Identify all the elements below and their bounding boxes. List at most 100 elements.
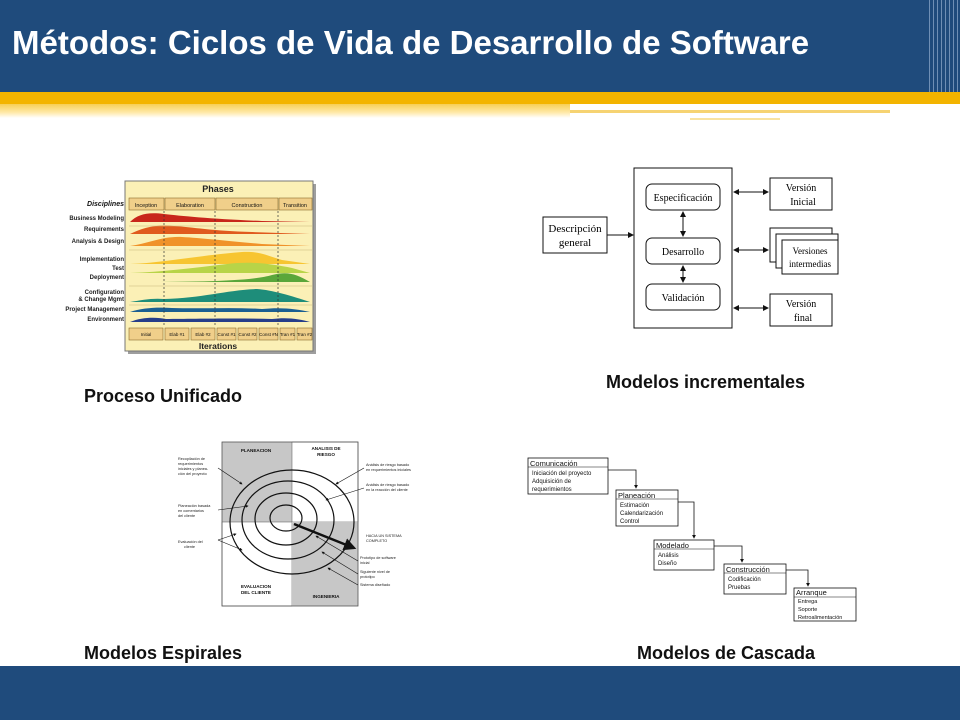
spiral-note: del cliente (178, 514, 195, 518)
wf-item: Pruebas (728, 585, 750, 591)
wf-item: Iniciación del proyecto (532, 471, 592, 477)
spiral-note: ción del proyecto (178, 472, 207, 476)
wf-item: Diseño (658, 561, 677, 567)
rup-discipline: Configuration (85, 290, 125, 296)
incr-version-final: Versión (786, 299, 817, 310)
wf-item: Calendarización (620, 511, 663, 517)
rup-discipline: Implementation (80, 257, 125, 263)
rup-iterations-title: Iterations (199, 341, 238, 351)
wf-comunicacion: Comunicación (530, 459, 578, 468)
spiral-note: Evaluación del (178, 540, 203, 544)
spiral-note: Prototipo de software (360, 556, 396, 560)
rup-iteration: Const #2 (238, 332, 257, 337)
wf-item: Codificación (728, 577, 761, 583)
spiral-note: Recopilación de (178, 457, 205, 461)
spiral-note: Análisis de riesgo basado (366, 463, 409, 467)
rup-phases-title: Phases (202, 184, 234, 194)
incr-versiones-intermedias: Versiones (793, 246, 828, 256)
waterfall-diagram: Comunicación Iniciación del proyecto Adq… (526, 456, 858, 622)
incr-version-inicial: Inicial (790, 197, 816, 208)
spiral-note: Análisis de riesgo basado (366, 483, 409, 487)
header-bar: Métodos: Ciclos de Vida de Desarrollo de… (0, 0, 960, 92)
wf-item: Entrega (798, 599, 818, 605)
incr-version-inicial: Versión (786, 183, 817, 194)
incr-version-final: final (794, 313, 813, 324)
spiral-note: Sistema diseñado (360, 583, 390, 587)
rup-discipline: Deployment (90, 275, 124, 281)
incr-descripcion: general (559, 237, 591, 249)
wf-item: Análisis (658, 553, 679, 559)
wf-item: Estimación (620, 503, 649, 509)
spiral-quadrant: ANALISIS DE (311, 446, 340, 451)
rup-phase-construction: Construction (232, 203, 263, 209)
wf-item: requerimientos (532, 487, 572, 493)
incr-desarrollo: Desarrollo (662, 247, 704, 258)
spiral-diagram: PLANEACION ANALISIS DE RIESGO EVALUACION… (176, 440, 428, 608)
wf-planeacion: Planeación (618, 491, 655, 500)
rup-discipline: Business Modeling (69, 216, 124, 222)
incr-descripcion: Descripción (548, 223, 602, 235)
spiral-quadrant: RIESGO (317, 452, 335, 457)
spiral-note: en la reacción del cliente (366, 488, 408, 492)
caption-incremental: Modelos incrementales (606, 372, 806, 392)
spiral-note: HACIA UN SISTEMA (366, 534, 402, 538)
rup-iteration: Const #1 (217, 332, 236, 337)
spiral-quadrant: DEL CLIENTE (241, 590, 271, 595)
rup-iteration: Tran #1 (280, 332, 296, 337)
wf-item: Adquisición de (532, 479, 572, 485)
spiral-note: Siguiente nivel de (360, 570, 390, 574)
wf-modelado: Modelado (656, 541, 689, 550)
accent-band-shadow (0, 104, 570, 118)
spiral-note: requerimientos (178, 462, 203, 466)
incr-especificacion: Especificación (654, 193, 713, 204)
spiral-quadrant: EVALUACION (241, 584, 272, 589)
caption-spiral: Modelos Espirales (84, 643, 243, 663)
rup-humps (129, 211, 312, 326)
rup-iteration: Tran #2 (297, 332, 313, 337)
accent-band (0, 92, 960, 104)
spiral-curves (229, 469, 355, 575)
footer-bar (0, 666, 960, 720)
incremental-diagram: Descripción general Especificación Desar… (538, 162, 840, 332)
rup-iteration: Const #N (259, 332, 278, 337)
rup-discipline: Environment (87, 317, 124, 323)
rup-iteration: Elab #2 (195, 332, 211, 337)
rup-discipline: Analysis & Design (72, 239, 125, 245)
spiral-quadrant: INGENIERIA (313, 594, 340, 599)
spiral-note: iniciales y planea- (178, 467, 209, 471)
spiral-note: Planeación basada (178, 504, 211, 508)
wf-item: Control (620, 519, 639, 525)
rup-phase-elaboration: Elaboration (176, 203, 204, 209)
spiral-note: inicial (360, 561, 370, 565)
wf-item: Retroalimentación (798, 615, 842, 621)
caption-rup: Proceso Unificado (84, 386, 243, 406)
spiral-note: cliente (184, 545, 195, 549)
rup-phase-transition: Transition (283, 203, 307, 209)
rup-diagram: Phases Inception Elaboration Constructio… (52, 178, 324, 360)
rup-iteration: Elab #1 (169, 332, 185, 337)
rup-iteration: Initial (141, 332, 152, 337)
rup-discipline: Project Management (65, 307, 124, 313)
slide-title: Métodos: Ciclos de Vida de Desarrollo de… (12, 24, 810, 61)
rup-discipline: & Change Mgmt (78, 297, 124, 303)
rup-iterations: Initial Elab #1 Elab #2 Const #1 Const #… (128, 327, 313, 341)
wf-item: Soporte (798, 607, 817, 613)
spiral-quadrant: PLANEACION (241, 448, 272, 453)
accent-line (570, 110, 890, 113)
wf-construccion: Construcción (726, 565, 770, 574)
spiral-note: prototipo (360, 575, 375, 579)
rup-disciplines-title: Disciplines (87, 201, 124, 208)
incr-validacion: Validación (662, 293, 705, 304)
accent-line-short (690, 118, 780, 120)
spiral-note: en requerimientos iniciales (366, 468, 411, 472)
rup-discipline: Test (112, 266, 124, 272)
rup-discipline: Requirements (84, 227, 125, 233)
rup-discipline-labels: Business Modeling Requirements Analysis … (65, 216, 124, 323)
spiral-note: en comentarios (178, 509, 204, 513)
wf-arranque: Arranque (796, 588, 827, 597)
caption-waterfall: Modelos de Cascada (637, 643, 816, 663)
rup-phase-inception: Inception (135, 203, 157, 209)
rup-phase-headers: Inception Elaboration Construction Trans… (128, 197, 313, 211)
incr-versiones-intermedias: intermedias (789, 259, 831, 269)
spiral-note: COMPLETO (366, 539, 387, 543)
